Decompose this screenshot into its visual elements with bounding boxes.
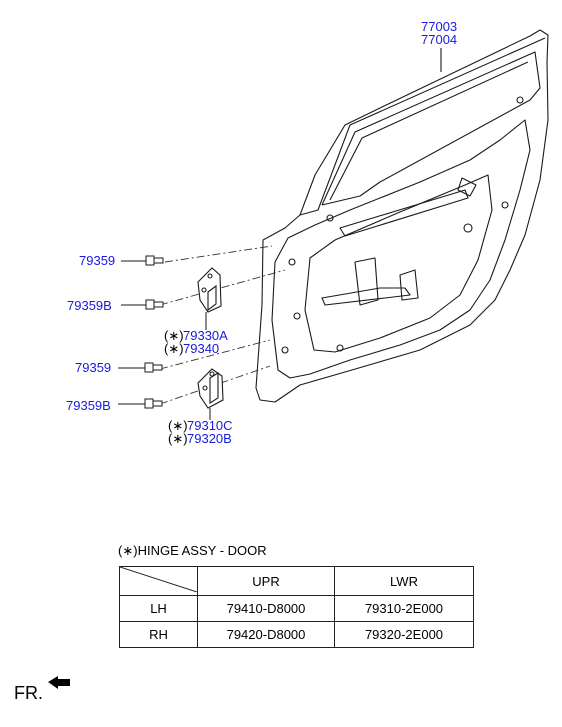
lower-bolt-b-label[interactable]: 79359B — [66, 398, 111, 413]
asterisk-mark: (∗) — [164, 341, 184, 356]
asterisk-mark: (∗) — [168, 431, 188, 446]
column-header-lwr: LWR — [334, 566, 474, 596]
bolt-icons — [144, 255, 164, 409]
window-regulator — [321, 287, 411, 306]
table-header-row: UPR LWR — [119, 566, 474, 596]
row-side: RH — [119, 621, 198, 648]
lwr-part-number[interactable]: 79320-2E000 — [334, 621, 474, 648]
hinge-note-title: (∗)HINGE ASSY - DOOR — [118, 543, 267, 559]
arrow-forward-icon — [48, 676, 70, 689]
lower-hinge-label[interactable]: 79320B — [187, 431, 232, 446]
rear-door-outer-panel — [255, 29, 549, 403]
upper-hinge-label[interactable]: 79340 — [183, 341, 220, 356]
table-row: LH 79410-D8000 79310-2E000 — [119, 595, 474, 622]
row-side: LH — [119, 595, 198, 622]
door-part-number[interactable]: 77004 — [421, 32, 458, 47]
door-part-number[interactable]: 77003 — [421, 19, 458, 34]
diagonal-divider — [119, 566, 198, 593]
door-inner-panel — [271, 119, 531, 379]
lower-hinge-label[interactable]: 79310C — [187, 418, 233, 433]
lower-hinge — [197, 368, 224, 409]
note-text: HINGE ASSY - DOOR — [137, 543, 267, 558]
upper-bolt-label[interactable]: 79359 — [79, 253, 116, 268]
upper-hinge — [197, 267, 222, 313]
table-corner-cell — [119, 566, 198, 596]
column-header-upr: UPR — [197, 566, 335, 596]
door-window-frame — [299, 37, 546, 216]
front-direction-label: FR. — [14, 683, 43, 703]
table-row: RH 79420-D8000 79320-2E000 — [119, 621, 474, 648]
asterisk-mark: (∗) — [118, 543, 138, 558]
upper-bolt-b-label[interactable]: 79359B — [67, 298, 112, 313]
upr-part-number[interactable]: 79410-D8000 — [197, 595, 335, 622]
asterisk-mark: (∗) — [164, 328, 184, 343]
lwr-part-number[interactable]: 79310-2E000 — [334, 595, 474, 622]
upper-hinge-label[interactable]: 79330A — [183, 328, 228, 343]
upr-part-number[interactable]: 79420-D8000 — [197, 621, 335, 648]
hinge-part-table: UPR LWR LH 79410-D8000 79310-2E000 RH 79… — [119, 566, 474, 648]
lower-bolt-label[interactable]: 79359 — [75, 360, 112, 375]
asterisk-mark: (∗) — [168, 418, 188, 433]
